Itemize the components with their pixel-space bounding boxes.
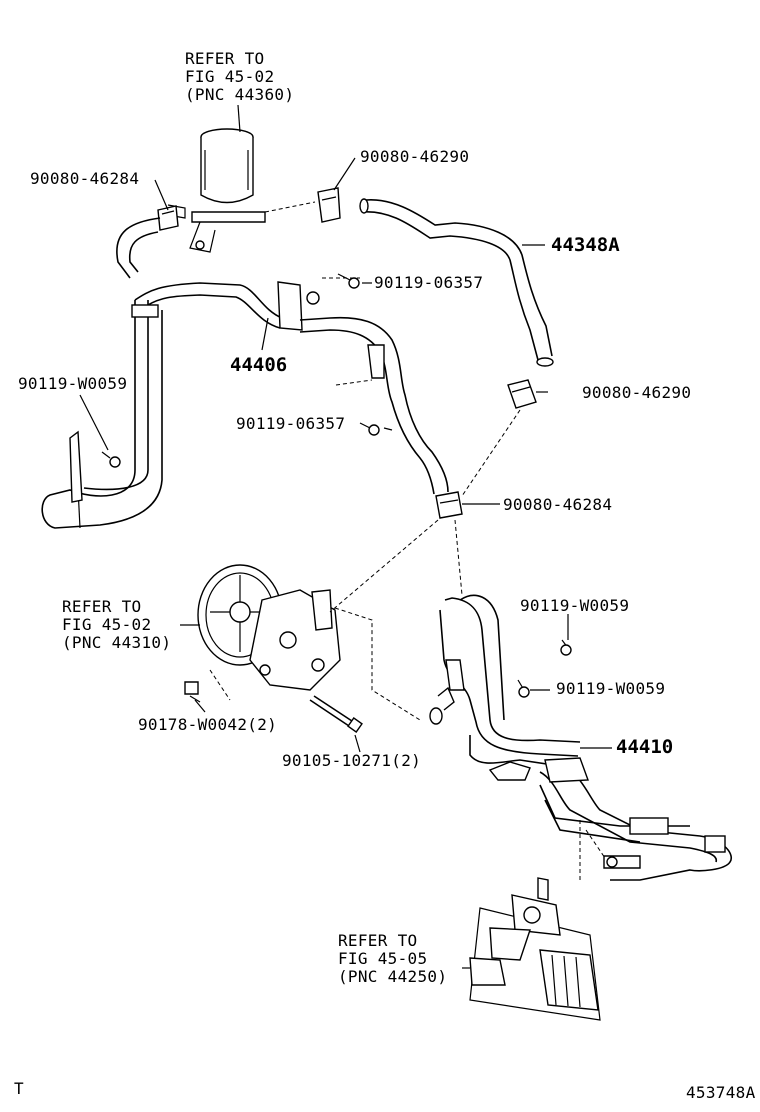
refer-pump-line1: REFER TO [62,597,141,616]
part-label-bolt-right-lower: 90119-W0059 [556,679,665,698]
leader-lines [79,104,612,969]
bolt-mid-illustration [359,422,380,436]
part-label-clamp-upper-right: 90080-46290 [360,147,469,166]
part-label-bolt-upper: 90119-06357 [374,273,483,292]
part-label-tube-pressure: 44406 [230,354,287,376]
part-label-bolt-pump: 90105-10271(2) [282,751,421,770]
clamp-mid-right-illustration [507,379,537,409]
part-label-bolt-mid: 90119-06357 [236,414,345,433]
clamp-upper-left-illustration [157,205,179,231]
refer-gear-line2: FIG 45-05 [338,949,427,968]
bolt-right-upper-illustration [560,639,572,656]
bolt-right-lower-illustration [517,679,530,698]
pump-illustration [197,564,341,691]
part-label-hose-return: 44348A [551,234,620,256]
refer-reservoir-line3: (PNC 44360) [185,85,294,104]
refer-gear-line3: (PNC 44250) [338,967,447,986]
return-hose-illustration [359,198,554,367]
part-label-clamp-mid-right: 90080-46290 [582,383,691,402]
part-label-tube-return: 44410 [616,736,673,758]
drawing-id: 453748A [686,1083,756,1102]
refer-gear-line1: REFER TO [338,931,417,950]
return-tube-illustration [429,594,732,881]
part-label-clamp-mid-lower: 90080-46284 [503,495,612,514]
refer-reservoir-line1: REFER TO [185,49,264,68]
clamp-upper-right-illustration [317,187,341,223]
pressure-tube-illustration [41,217,449,529]
refer-reservoir-line2: FIG 45-02 [185,67,274,86]
dashed-connection-lines [209,201,606,880]
refer-pump-line3: (PNC 44310) [62,633,171,652]
bolt-upper-illustration [337,273,360,289]
part-label-bolt-right-upper: 90119-W0059 [520,596,629,615]
nut-pump-illustration [184,681,201,703]
steering-gear-illustration [469,877,601,1021]
clamp-mid-lower-illustration [435,491,463,519]
bolt-pump-illustration [309,695,363,733]
part-label-bolt-left: 90119-W0059 [18,374,127,393]
footer-left-mark: T [14,1079,24,1098]
reservoir-illustration [167,128,266,253]
part-label-clamp-upper-left: 90080-46284 [30,169,139,188]
refer-pump-line2: FIG 45-02 [62,615,151,634]
part-label-nut-pump: 90178-W0042(2) [138,715,277,734]
bolt-left-illustration [101,451,121,468]
